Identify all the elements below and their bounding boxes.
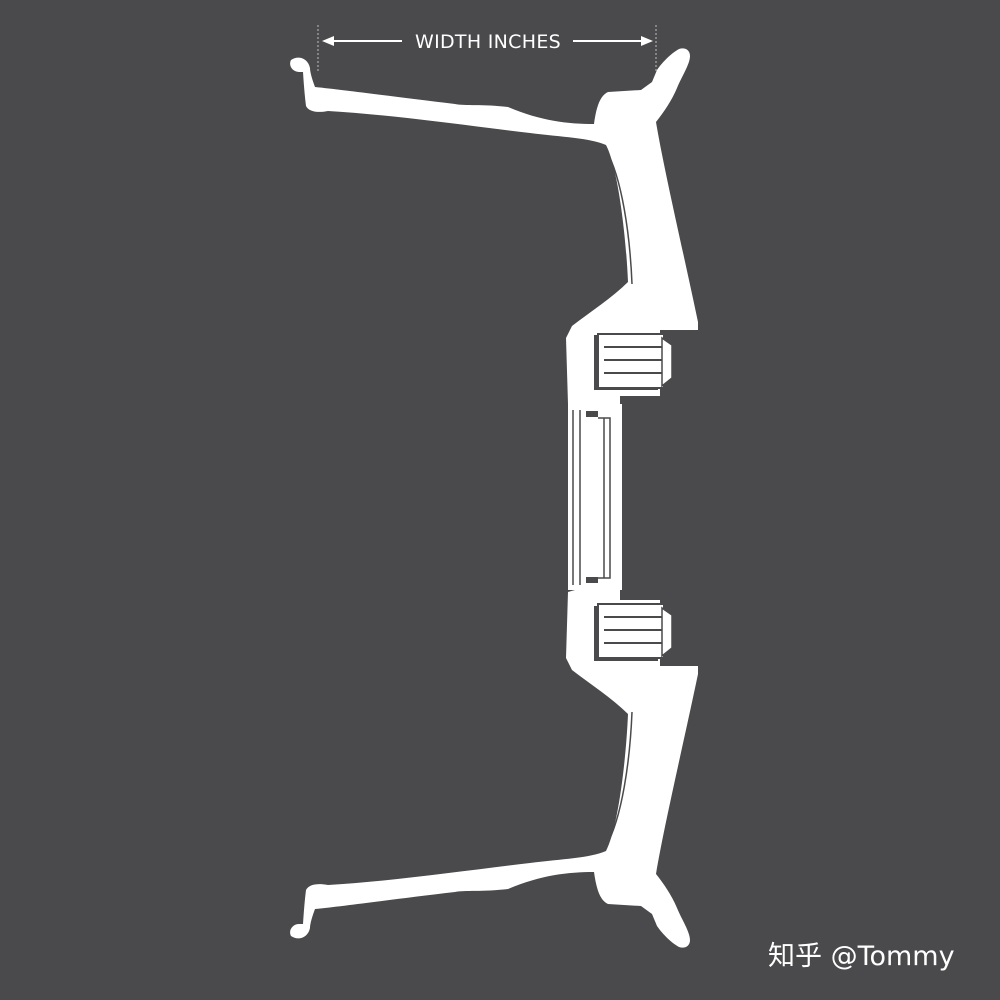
lower-barrel-contour (605, 711, 633, 847)
width-arrowhead-left (322, 36, 334, 46)
lower-lug-nut-seat (661, 606, 673, 658)
hub-step-bottom (586, 577, 598, 583)
watermark-text: 知乎 @Tommy (768, 941, 955, 972)
hub-step-top (586, 411, 598, 417)
lower-rim-barrel-and-spoke (290, 588, 698, 948)
center-hub (568, 404, 622, 590)
width-arrowhead-right (641, 36, 653, 46)
upper-rim-barrel-and-spoke (290, 48, 698, 408)
width-dimension: WIDTH INCHES (317, 25, 657, 72)
hub-body (568, 404, 622, 590)
lower-lug-nut (597, 603, 673, 659)
upper-lug-nut-seat (661, 336, 673, 388)
upper-barrel-contour (605, 149, 633, 285)
upper-lug-nut (597, 333, 673, 389)
width-dimension-label: WIDTH INCHES (415, 31, 561, 53)
